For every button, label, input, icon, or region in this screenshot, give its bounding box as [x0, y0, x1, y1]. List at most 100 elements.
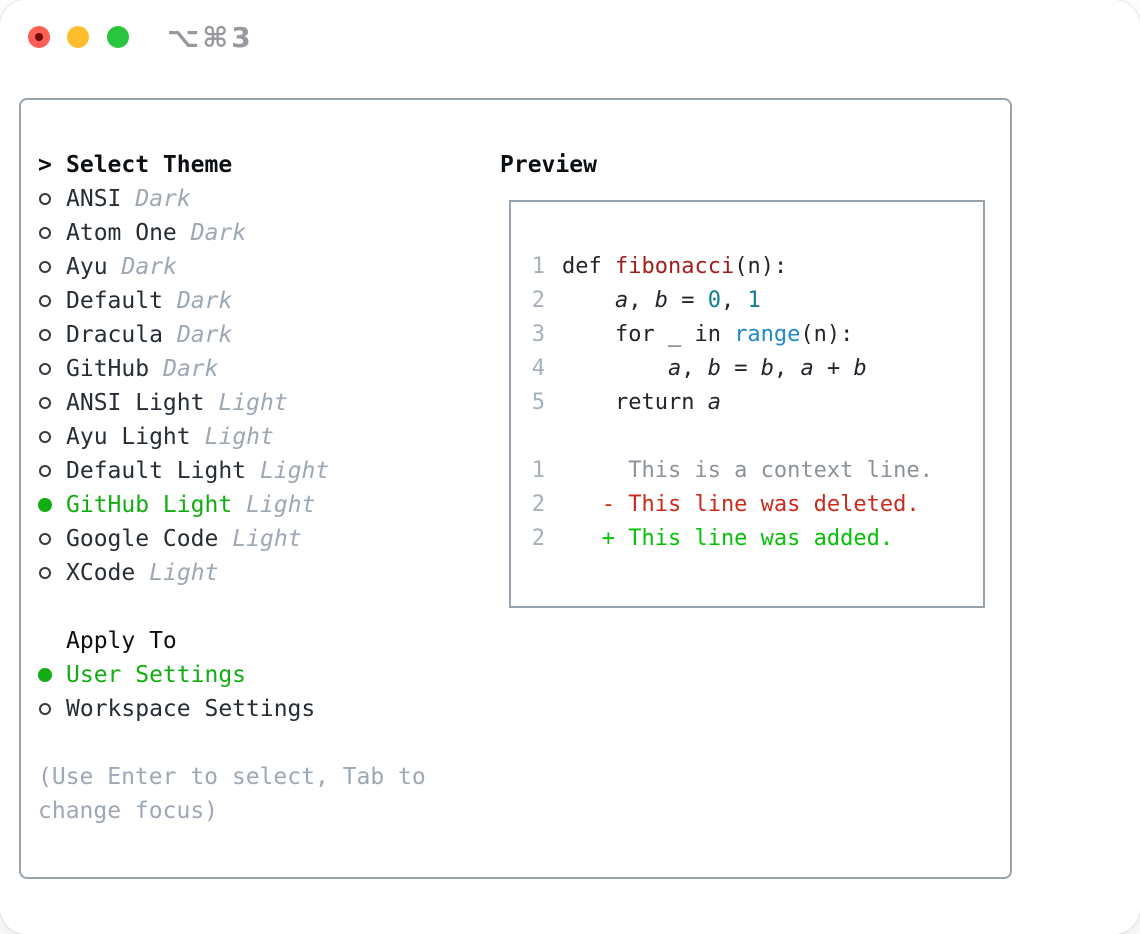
cursor-icon: > [38, 152, 52, 178]
radio-icon [38, 431, 66, 443]
close-button[interactable] [28, 26, 50, 48]
token-del: - This line was deleted. [562, 492, 920, 517]
radio-dot-filled [38, 498, 52, 512]
blank-line [531, 420, 965, 454]
radio-icon [38, 295, 66, 307]
apply-to-option[interactable]: User Settings [38, 658, 488, 692]
theme-option-label: Default [66, 288, 163, 314]
token-blue: range [734, 322, 801, 347]
token-plain: , [628, 288, 655, 313]
theme-option[interactable]: XCode Light [38, 556, 488, 590]
theme-option-label: Default Light [66, 458, 247, 484]
line-content: - This line was deleted. [562, 488, 920, 522]
radio-dot-hollow [39, 261, 51, 273]
code-line: 2 a, b = 0, 1 [531, 284, 965, 318]
diff-line: 2 - This line was deleted. [531, 488, 965, 522]
line-content: a, b = 0, 1 [562, 284, 761, 318]
radio-dot-hollow [39, 431, 51, 443]
radio-dot-hollow [39, 465, 51, 477]
token-plain: def [562, 254, 615, 279]
code-line: 4 a, b = b, a + b [531, 352, 965, 386]
token-plain [562, 356, 668, 381]
preview-header-row: Preview [500, 148, 1000, 182]
radio-dot-hollow [39, 227, 51, 239]
token-plain [562, 288, 615, 313]
theme-option-label: Dracula [66, 322, 163, 348]
radio-icon [38, 703, 66, 715]
token-num: 1 [747, 288, 761, 313]
line-content: for _ in range(n): [562, 318, 853, 352]
line-number: 4 [531, 356, 545, 381]
preview-header: Preview [500, 152, 597, 178]
line-number: 2 [531, 492, 545, 517]
line-number: 2 [531, 526, 545, 551]
line-number: 1 [531, 254, 545, 279]
token-plain: (n): [800, 322, 854, 347]
spacer [38, 590, 488, 624]
radio-dot-hollow [39, 533, 51, 545]
theme-option[interactable]: Default Light Light [38, 454, 488, 488]
theme-option-label: Ayu Light [66, 424, 191, 450]
token-plain: + [813, 356, 854, 381]
radio-icon [38, 363, 66, 375]
apply-to-header: Apply To [66, 628, 177, 654]
line-content: def fibonacci(n): [562, 250, 787, 284]
radio-icon [38, 227, 66, 239]
theme-variant-tag: Dark [176, 322, 233, 348]
token-var: b [707, 356, 721, 381]
radio-icon [38, 329, 66, 341]
token-fn: fibonacci [614, 254, 735, 279]
line-content: This is a context line. [562, 454, 933, 488]
token-var: a [800, 356, 814, 381]
minimize-button[interactable] [67, 26, 89, 48]
apply-to-header-row: Apply To [38, 624, 488, 658]
radio-dot-filled [38, 668, 52, 682]
select-theme-header-row: > Select Theme [38, 148, 488, 182]
code-line: 1 def fibonacci(n): [531, 250, 965, 284]
theme-option-label: ANSI Light [66, 390, 205, 416]
token-add: + This line was added. [562, 526, 894, 551]
theme-variant-tag: Dark [163, 356, 219, 382]
line-content: a, b = b, a + b [562, 352, 867, 386]
token-ctx: This is a context line. [562, 458, 933, 483]
theme-option[interactable]: Dracula Dark [38, 318, 488, 352]
line-content: return a [562, 386, 721, 420]
token-plain: = [667, 288, 708, 313]
diff-line: 1 This is a context line. [531, 454, 965, 488]
token-plain: for _ in [562, 322, 735, 347]
token-plain: = [720, 356, 761, 381]
radio-icon [38, 193, 66, 205]
diff-preview: 1 This is a context line.2 - This line w… [531, 454, 965, 556]
theme-option-label: ANSI [66, 186, 122, 212]
radio-selected-icon [38, 498, 66, 512]
maximize-button[interactable] [107, 26, 129, 48]
radio-dot-hollow [39, 329, 51, 341]
theme-option-label: Google Code [66, 526, 219, 552]
line-number: 3 [531, 322, 545, 347]
token-var: a [614, 288, 629, 313]
theme-option-label: XCode [66, 560, 136, 586]
token-var: b [760, 356, 774, 381]
theme-variant-tag: Light [149, 560, 219, 586]
spacer [38, 726, 488, 760]
hint-text: (Use Enter to select, Tab to change focu… [38, 764, 426, 824]
line-content: + This line was added. [562, 522, 893, 556]
theme-variant-tag: Light [260, 458, 330, 484]
radio-icon [38, 567, 66, 579]
apply-to-option[interactable]: Workspace Settings [38, 692, 488, 726]
radio-dot-hollow [39, 397, 51, 409]
radio-icon [38, 261, 66, 273]
